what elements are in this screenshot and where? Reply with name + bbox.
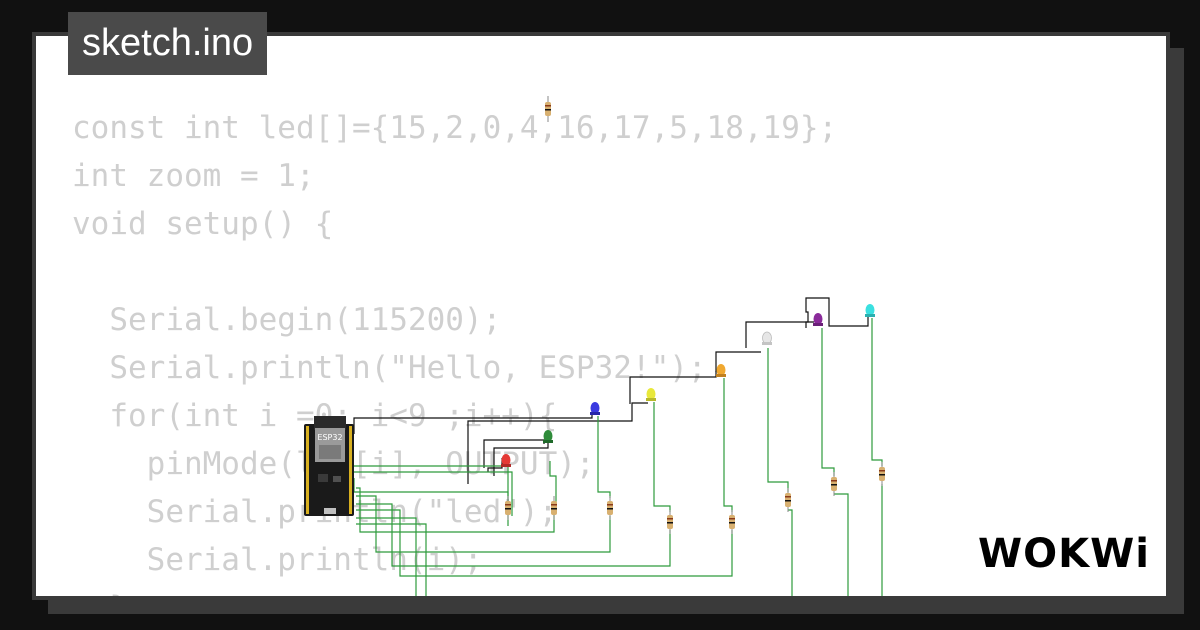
resistor-5 xyxy=(729,510,735,534)
code-line: pinMode(led[i], OUTPUT); xyxy=(146,446,595,482)
code-line: } xyxy=(72,584,837,596)
code-line: int zoom = 1; xyxy=(72,158,315,194)
led-orange xyxy=(716,364,726,377)
resistor-top xyxy=(545,96,551,122)
resistor-2 xyxy=(551,496,557,520)
resistors xyxy=(505,96,885,534)
ground-wires xyxy=(353,297,869,484)
file-name-tab: sketch.ino xyxy=(68,12,268,75)
resistor-3 xyxy=(607,496,613,520)
led-blue xyxy=(590,402,600,415)
project-card[interactable]: const int led[]={15,2,0,4,16,17,5,18,19}… xyxy=(32,32,1170,600)
led-white xyxy=(762,331,772,345)
signal-wires xyxy=(353,318,883,596)
resistor-4 xyxy=(667,510,673,534)
resistor-8 xyxy=(879,462,885,486)
code-line: Serial.begin(115200); xyxy=(72,302,502,338)
code-line: Serial.println("Hello, ESP32!"); xyxy=(72,350,707,386)
circuit-diagram: ESP32 xyxy=(304,96,885,596)
code-line: void setup() { xyxy=(72,206,334,242)
led-cyan xyxy=(865,304,875,317)
board-label: ESP32 xyxy=(317,433,342,442)
leds xyxy=(501,304,875,467)
led-yellow xyxy=(646,388,656,401)
wokwi-logo: WOKWi xyxy=(978,531,1150,577)
led-red xyxy=(501,454,511,467)
wokwi-logo-text: WOKWi xyxy=(978,531,1150,577)
led-green xyxy=(543,430,553,443)
resistor-7 xyxy=(831,472,837,496)
led-purple xyxy=(813,313,823,326)
code-line: Serial.println(i); xyxy=(72,542,483,578)
esp32-board: ESP32 xyxy=(304,416,354,516)
resistor-6 xyxy=(785,488,791,512)
resistor-1 xyxy=(505,496,511,520)
